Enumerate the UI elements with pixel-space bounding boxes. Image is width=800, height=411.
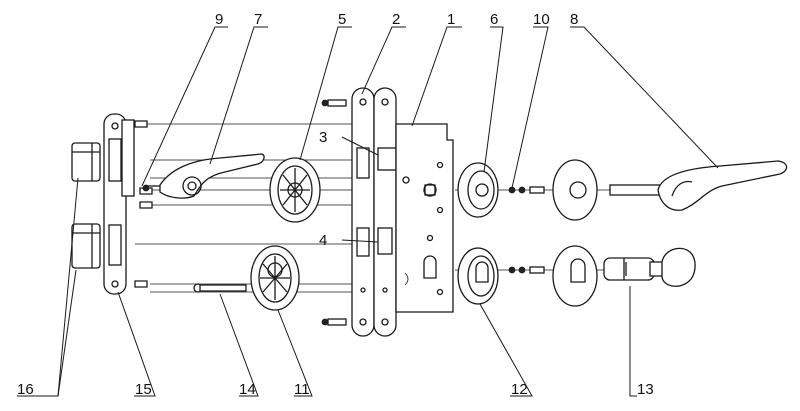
strike-screws <box>134 120 153 288</box>
outer-rosette-cover <box>552 159 598 221</box>
callout-labels: 1 2 3 4 5 6 7 8 9 10 11 12 13 14 15 16 <box>17 11 654 398</box>
callout-4: 4 <box>319 232 327 249</box>
inner-cylinder-rosette <box>250 245 300 311</box>
inner-lever-handle <box>121 119 265 199</box>
callout-1: 1 <box>447 11 455 28</box>
callout-3: 3 <box>319 129 327 146</box>
strike-box-lower <box>71 223 101 269</box>
outer-lever-handle <box>609 160 788 211</box>
callout-8: 8 <box>570 11 578 28</box>
callout-2: 2 <box>392 11 400 28</box>
dead-bolt <box>377 227 393 255</box>
strike-box-upper <box>71 142 101 182</box>
callout-7: 7 <box>254 11 262 28</box>
callout-5: 5 <box>338 11 346 28</box>
outer-escutcheon-cover <box>552 245 598 307</box>
callout-6: 6 <box>490 11 498 28</box>
strike-plate <box>103 113 127 295</box>
outer-cylinder-escutcheon <box>457 247 499 305</box>
callout-14: 14 <box>239 381 256 398</box>
faceplate-screws <box>321 99 347 326</box>
callout-10: 10 <box>533 11 550 28</box>
outer-handle-rosette <box>457 162 499 218</box>
lock-faceplate <box>351 87 397 337</box>
callout-16: 16 <box>17 381 34 398</box>
leader-lines <box>17 26 719 397</box>
mortise-lock-body <box>395 123 454 313</box>
connecting-screw <box>193 283 247 293</box>
callout-12: 12 <box>511 381 528 398</box>
inner-rosette <box>269 157 321 223</box>
callout-11: 11 <box>294 381 310 398</box>
rosette-screws <box>508 186 545 274</box>
callout-9: 9 <box>215 11 223 28</box>
euro-cylinder <box>603 257 665 281</box>
thumbturn-knob <box>661 247 696 287</box>
callout-15: 15 <box>135 381 152 398</box>
callout-13: 13 <box>637 381 654 398</box>
